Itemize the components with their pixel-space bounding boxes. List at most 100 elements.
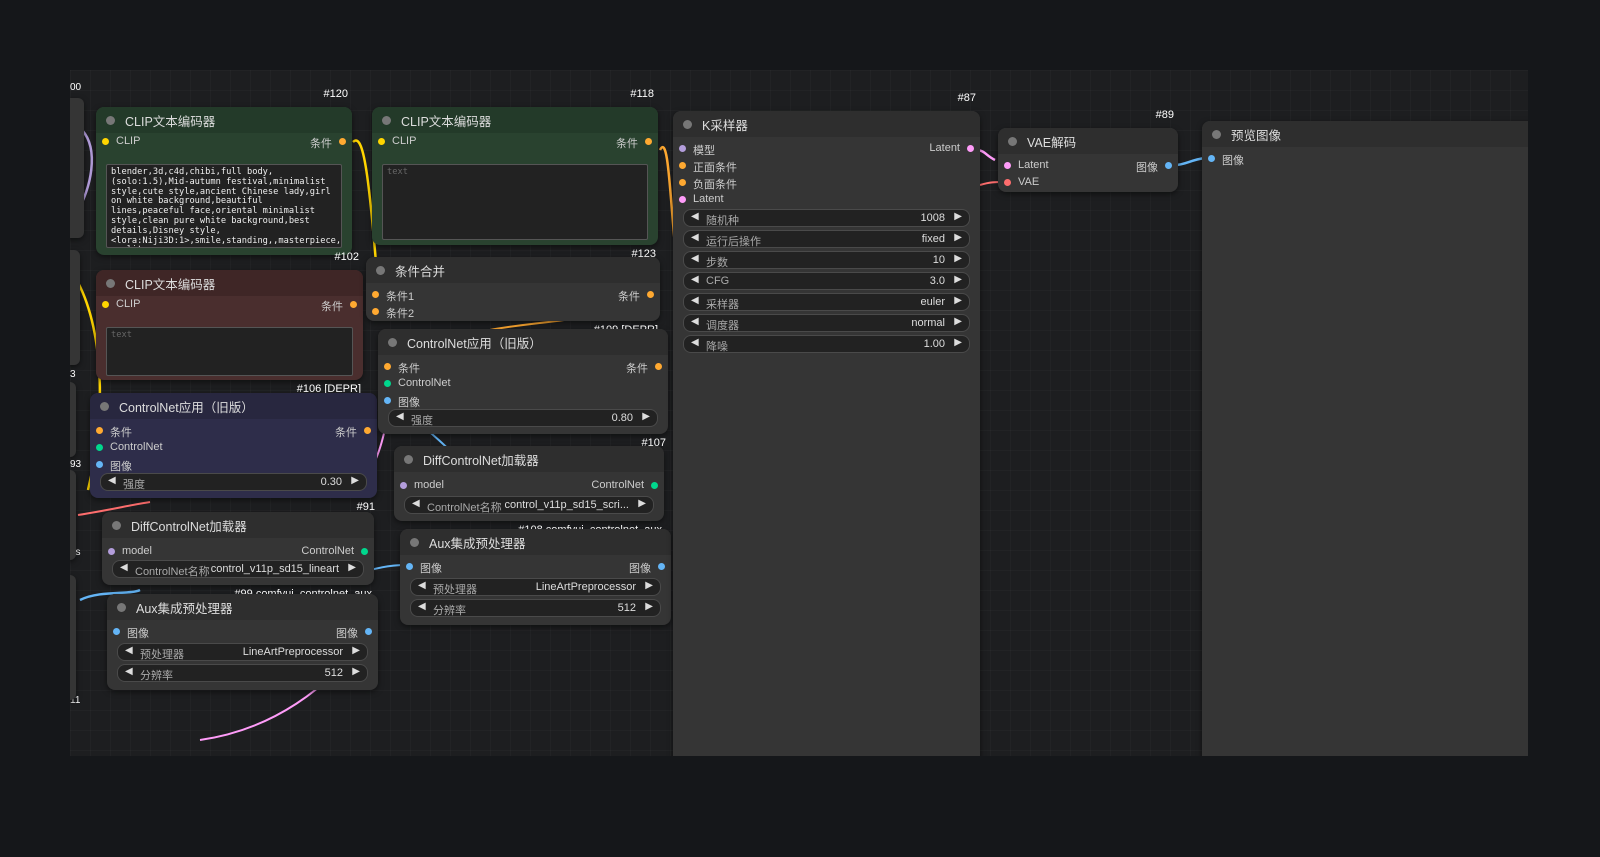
increment-arrow-icon[interactable]: ▶	[954, 295, 962, 306]
strength-widget[interactable]: ◀ 强度 0.30 ▶	[100, 473, 367, 491]
model-input-socket[interactable]	[400, 482, 407, 489]
image-output-socket[interactable]	[1165, 162, 1172, 169]
image-input-socket[interactable]	[384, 397, 391, 404]
increment-arrow-icon[interactable]: ▶	[645, 601, 653, 612]
increment-arrow-icon[interactable]: ▶	[645, 580, 653, 591]
decrement-arrow-icon[interactable]: ◀	[125, 666, 133, 677]
ksampler-node[interactable]: #87 K采样器 模型 Latent 正面条件 负面条件 Latent ◀随机种…	[673, 92, 980, 756]
diff-controlnet-loader-mid[interactable]: DiffControlNet加载器 model ControlNet ◀ Con…	[394, 446, 664, 536]
conditioning-output-socket[interactable]	[655, 363, 662, 370]
decrement-arrow-icon[interactable]: ◀	[691, 316, 699, 327]
node-header[interactable]: ControlNet应用（旧版）	[378, 329, 668, 355]
positive-input-socket[interactable]	[679, 162, 686, 169]
offscreen-node-fragment[interactable]	[70, 98, 84, 238]
decrement-arrow-icon[interactable]: ◀	[691, 295, 699, 306]
controlnet-input-socket[interactable]	[384, 380, 391, 387]
latent-input-socket[interactable]	[1004, 162, 1011, 169]
aux-preprocessor-mid[interactable]: Aux集成预处理器 图像 图像 ◀ 预处理器 LineArtPreprocess…	[400, 529, 671, 625]
increment-arrow-icon[interactable]: ▶	[352, 645, 360, 656]
image-output-socket[interactable]	[658, 563, 665, 570]
collapse-dot-icon[interactable]	[100, 401, 109, 411]
clip-text-encoder-118[interactable]: #118 CLIP文本编码器 CLIP 条件 text #123	[372, 88, 658, 260]
collapse-dot-icon[interactable]	[106, 278, 115, 288]
collapse-dot-icon[interactable]	[410, 537, 419, 547]
latent-output-socket[interactable]	[967, 145, 974, 152]
decrement-arrow-icon[interactable]: ◀	[418, 580, 426, 591]
image-input-socket[interactable]	[406, 563, 413, 570]
collapse-dot-icon[interactable]	[376, 265, 385, 275]
controlnet-apply-node-mid[interactable]: ControlNet应用（旧版） 条件 条件 ControlNet 图像 ◀ 强…	[378, 329, 668, 449]
conditioning-input-socket[interactable]	[372, 291, 379, 298]
prompt-textarea[interactable]: blender,3d,c4d,chibi,full body,(solo:1.5…	[106, 164, 342, 248]
collapse-dot-icon[interactable]	[1212, 129, 1221, 139]
collapse-dot-icon[interactable]	[382, 115, 391, 125]
increment-arrow-icon[interactable]: ▶	[954, 253, 962, 264]
decrement-arrow-icon[interactable]: ◀	[691, 211, 699, 222]
vae-input-socket[interactable]	[1004, 179, 1011, 186]
conditioning-output-socket[interactable]	[645, 138, 652, 145]
model-input-socket[interactable]	[108, 548, 115, 555]
preprocessor-widget[interactable]: ◀ 预处理器 LineArtPreprocessor ▶	[410, 578, 661, 596]
offscreen-node-fragment[interactable]	[70, 250, 80, 365]
prompt-textarea[interactable]: text	[106, 327, 353, 376]
controlnet-input-socket[interactable]	[96, 444, 103, 451]
decrement-arrow-icon[interactable]: ◀	[108, 475, 116, 486]
node-header[interactable]: CLIP文本编码器	[96, 270, 363, 296]
resolution-widget[interactable]: ◀ 分辨率 512 ▶	[117, 664, 368, 682]
increment-arrow-icon[interactable]: ▶	[954, 274, 962, 285]
strength-widget[interactable]: ◀ 强度 0.80 ▶	[388, 409, 658, 427]
conditioning-output-socket[interactable]	[339, 138, 346, 145]
node-header[interactable]: CLIP文本编码器	[372, 107, 658, 133]
increment-arrow-icon[interactable]: ▶	[954, 316, 962, 327]
decrement-arrow-icon[interactable]: ◀	[691, 232, 699, 243]
increment-arrow-icon[interactable]: ▶	[954, 232, 962, 243]
decrement-arrow-icon[interactable]: ◀	[691, 253, 699, 264]
node-header[interactable]: Aux集成预处理器	[107, 594, 378, 620]
node-header[interactable]: K采样器	[673, 111, 980, 137]
decrement-arrow-icon[interactable]: ◀	[691, 274, 699, 285]
offscreen-node-fragment[interactable]	[70, 470, 76, 560]
aux-preprocessor-left[interactable]: Aux集成预处理器 图像 图像 ◀ 预处理器 LineArtPreprocess…	[107, 594, 378, 690]
decrement-arrow-icon[interactable]: ◀	[120, 562, 128, 573]
preview-image-node[interactable]: 预览图像 图像	[1202, 121, 1528, 756]
model-input-socket[interactable]	[679, 145, 686, 152]
controlnet-name-widget[interactable]: ◀ ControlNet名称 control_v11p_sd15_lineart…	[112, 560, 364, 578]
vae-decode-node[interactable]: #89 VAE解码 Latent 图像 VAE	[998, 109, 1178, 192]
increment-arrow-icon[interactable]: ▶	[348, 562, 356, 573]
prompt-textarea[interactable]: text	[382, 164, 648, 240]
collapse-dot-icon[interactable]	[683, 119, 692, 129]
controlnet-output-socket[interactable]	[361, 548, 368, 555]
collapse-dot-icon[interactable]	[404, 454, 413, 464]
increment-arrow-icon[interactable]: ▶	[352, 666, 360, 677]
clip-input-socket[interactable]	[378, 138, 385, 145]
conditioning-output-socket[interactable]	[350, 301, 357, 308]
conditioning-output-socket[interactable]	[364, 427, 371, 434]
collapse-dot-icon[interactable]	[1008, 136, 1017, 146]
node-graph-canvas[interactable]: 00 3 93 es 11 #120 CLIP文本编码器 CLIP 条件 ble…	[70, 70, 1528, 756]
node-header[interactable]: 条件合并	[366, 257, 660, 283]
node-header[interactable]: DiffControlNet加载器	[102, 512, 374, 538]
increment-arrow-icon[interactable]: ▶	[642, 411, 650, 422]
image-input-socket[interactable]	[1208, 155, 1215, 162]
decrement-arrow-icon[interactable]: ◀	[418, 601, 426, 612]
collapse-dot-icon[interactable]	[117, 602, 126, 612]
decrement-arrow-icon[interactable]: ◀	[396, 411, 404, 422]
controlnet-apply-node-left[interactable]: ControlNet应用（旧版） 条件 条件 ControlNet 图像 ◀ 强…	[90, 393, 377, 513]
conditioning-combine-node[interactable]: 条件合并 条件1 条件 条件2 #109 [DEPR]	[366, 257, 660, 336]
increment-arrow-icon[interactable]: ▶	[954, 337, 962, 348]
image-input-socket[interactable]	[113, 628, 120, 635]
clip-input-socket[interactable]	[102, 301, 109, 308]
clip-text-encoder-120[interactable]: #120 CLIP文本编码器 CLIP 条件 blender,3d,c4d,ch…	[96, 88, 352, 255]
clip-text-encoder-102[interactable]: #102 CLIP文本编码器 CLIP 条件 text #106 [DEPR]	[96, 251, 363, 395]
node-header[interactable]: Aux集成预处理器	[400, 529, 671, 555]
conditioning-input-socket[interactable]	[372, 308, 379, 315]
resolution-widget[interactable]: ◀ 分辨率 512 ▶	[410, 599, 661, 617]
image-input-socket[interactable]	[96, 461, 103, 468]
collapse-dot-icon[interactable]	[112, 520, 121, 530]
